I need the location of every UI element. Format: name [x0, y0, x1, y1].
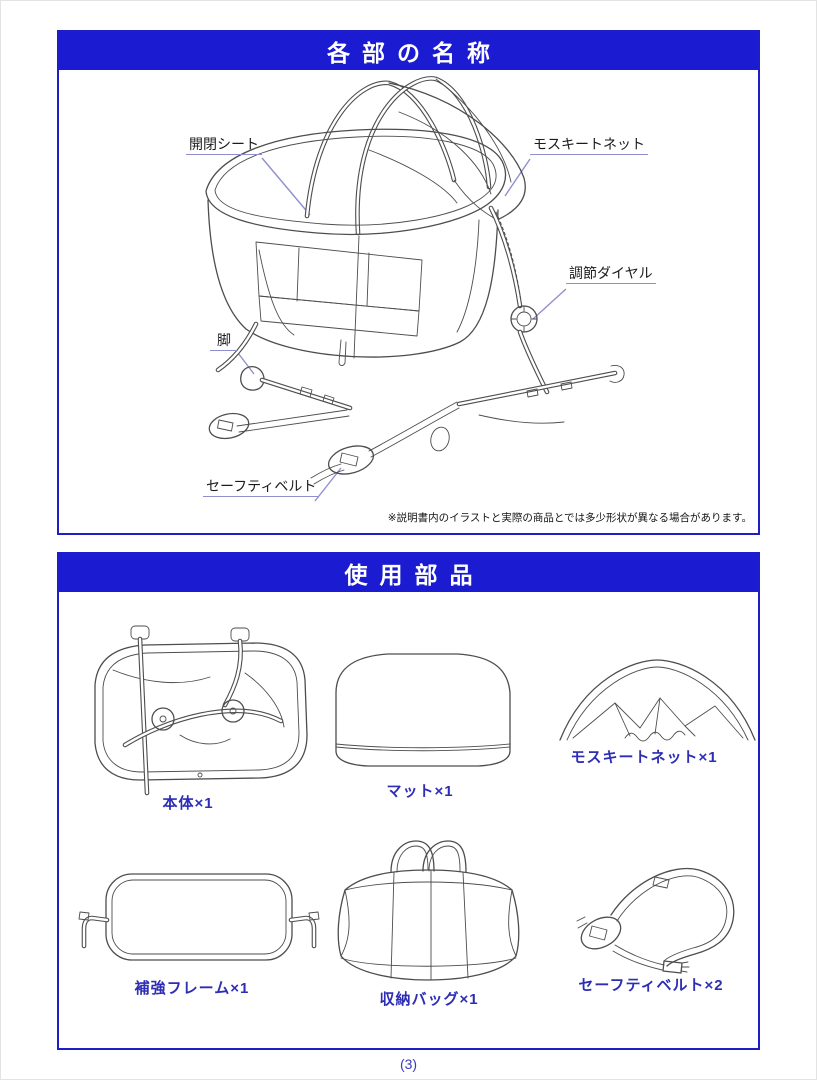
part-label-main-body: 本体×1 — [162, 795, 214, 812]
part-label-storage-bag: 収納バッグ×1 — [379, 991, 479, 1008]
reinforcement-frame-illustration — [78, 873, 320, 961]
illustration-note: ※説明書内のイラストと実際の商品とでは多少形状が異なる場合があります。 — [387, 512, 752, 524]
part-label-mosquito-net: モスキートネット×1 — [570, 749, 718, 766]
callout-leg: 脚 — [210, 332, 238, 352]
main-body-illustration — [94, 625, 308, 796]
part-label-safety-belt: セーフティベルト×2 — [578, 977, 724, 994]
callout-mosquito-net: モスキートネット — [530, 136, 648, 156]
page-number: (3) — [399, 1056, 418, 1072]
panel-part-names-title: 各部の名称 — [59, 32, 758, 70]
bassinet-diagram — [205, 76, 625, 502]
callout-leader-lines — [237, 157, 567, 502]
callout-safety-belt: セーフティベルト — [203, 478, 320, 498]
mat-illustration — [335, 653, 511, 767]
panel-part-names: 各部の名称 — [57, 30, 760, 535]
mosquito-net-illustration — [559, 659, 756, 742]
panel-used-parts-title: 使用部品 — [59, 554, 758, 592]
storage-bag-illustration — [337, 840, 520, 981]
part-label-reinforcement-frame: 補強フレーム×1 — [134, 980, 250, 997]
callout-adjustment-dial: 調節ダイヤル — [566, 265, 656, 285]
safety-belt-illustration — [576, 867, 735, 974]
part-label-mat: マット×1 — [386, 783, 454, 800]
callout-open-close-sheet: 開閉シート — [186, 136, 262, 156]
panel-used-parts: 使用部品 本体×1 マット×1 — [57, 552, 760, 1050]
